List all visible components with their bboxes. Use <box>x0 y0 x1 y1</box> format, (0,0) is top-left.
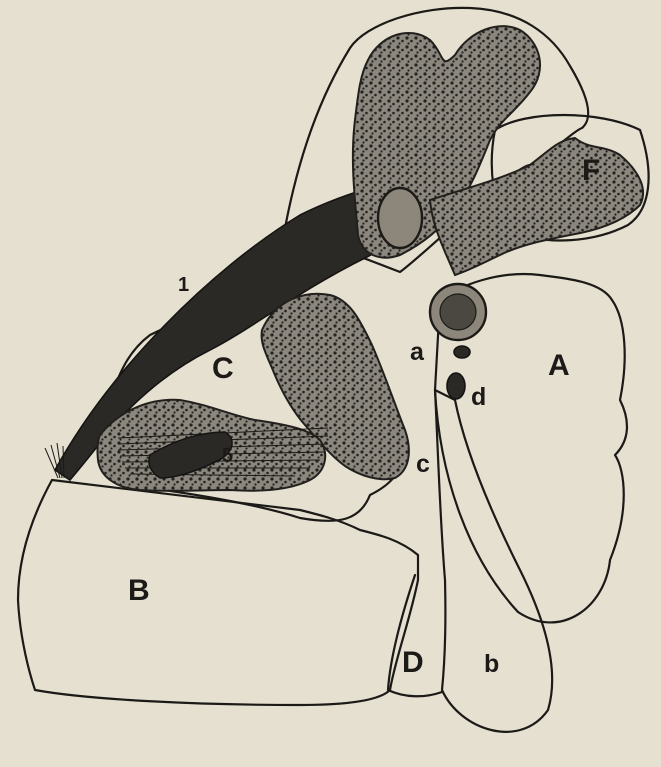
middle-vessel-lumen <box>440 294 476 330</box>
label-D: D <box>402 646 424 679</box>
label-b: b <box>484 650 499 678</box>
label-1: 1 <box>178 274 189 296</box>
label-c: c <box>416 450 430 478</box>
label-B: B <box>128 574 150 607</box>
label-5: 5 <box>222 445 233 467</box>
label-A: A <box>548 349 570 382</box>
label-F: F <box>582 154 600 187</box>
region-b-outline <box>18 480 418 705</box>
region-b-lower-outline <box>435 390 552 732</box>
vessel-d <box>447 373 465 399</box>
label-C: C <box>212 352 234 385</box>
label-d: d <box>471 383 486 411</box>
label-a: a <box>410 338 425 366</box>
upper-vessel-section <box>378 188 422 248</box>
small-vessel-a <box>454 346 470 358</box>
